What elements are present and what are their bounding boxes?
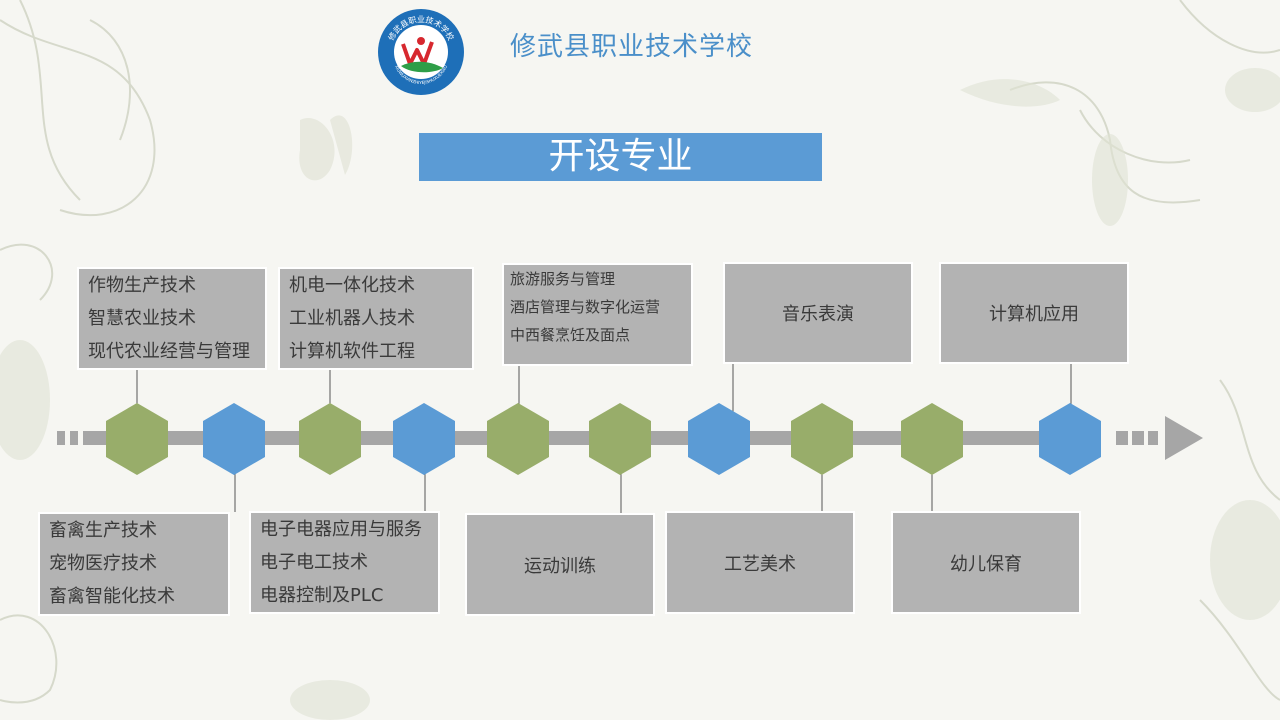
timeline-node-blue [1039, 403, 1101, 475]
major-name: 旅游服务与管理 [510, 270, 616, 288]
timeline-node-blue [688, 403, 750, 475]
major-name: 畜禽生产技术 [49, 520, 157, 541]
axis-dash [1132, 431, 1144, 445]
axis-dash [70, 431, 78, 445]
major-name: 运动训练 [524, 555, 596, 577]
timeline-node-green [791, 403, 853, 475]
axis-dash [57, 431, 65, 445]
axis-dash [1148, 431, 1158, 445]
major-box-sports: 运动训练 [465, 513, 655, 616]
major-name: 工业机器人技术 [289, 308, 415, 329]
major-name: 作物生产技术 [88, 275, 196, 296]
major-name: 工艺美术 [724, 553, 796, 575]
axis-dash [83, 431, 103, 445]
major-name: 宠物医疗技术 [49, 553, 157, 574]
major-name: 中西餐烹饪及面点 [510, 326, 631, 344]
axis-dash [1116, 431, 1128, 445]
major-box-livestock: 畜禽生产技术宠物医疗技术畜禽智能化技术 [38, 512, 230, 616]
school-name: 修武县职业技术学校 [510, 32, 754, 62]
major-box-computer: 计算机应用 [939, 262, 1129, 364]
timeline-node-blue [203, 403, 265, 475]
major-name: 机电一体化技术 [289, 275, 415, 296]
major-name: 电子电器应用与服务 [260, 519, 422, 540]
major-name: 畜禽智能化技术 [49, 586, 175, 607]
page-title: 开设专业 [419, 133, 822, 181]
axis-arrow [1165, 416, 1203, 460]
major-name: 电子电工技术 [260, 552, 368, 573]
school-logo: 修武县职业技术学校 XIUWUXIANZHIYEJISHUXUEXIAO [378, 9, 464, 95]
timeline-node-green [487, 403, 549, 475]
major-name: 计算机软件工程 [289, 341, 415, 362]
major-name: 酒店管理与数字化运营 [510, 298, 661, 316]
timeline-node-green [106, 403, 168, 475]
timeline-node-green [589, 403, 651, 475]
major-name: 电器控制及PLC [260, 585, 384, 606]
major-box-mechatronics: 机电一体化技术工业机器人技术计算机软件工程 [278, 267, 474, 370]
major-name: 计算机应用 [989, 304, 1079, 325]
major-box-tourism: 旅游服务与管理酒店管理与数字化运营中西餐烹饪及面点 [502, 263, 693, 366]
timeline-node-green [299, 403, 361, 475]
major-box-arts: 工艺美术 [665, 511, 855, 614]
major-name: 智慧农业技术 [88, 308, 196, 329]
major-box-agriculture-top: 作物生产技术智慧农业技术现代农业经营与管理 [77, 267, 267, 370]
major-name: 现代农业经营与管理 [88, 341, 250, 362]
major-name: 幼儿保育 [950, 553, 1022, 575]
major-box-electronics: 电子电器应用与服务电子电工技术电器控制及PLC [249, 511, 440, 614]
timeline-node-blue [393, 403, 455, 475]
major-box-music: 音乐表演 [723, 262, 913, 364]
major-box-childcare: 幼儿保育 [891, 511, 1081, 614]
timeline-node-green [901, 403, 963, 475]
major-name: 音乐表演 [782, 304, 854, 325]
